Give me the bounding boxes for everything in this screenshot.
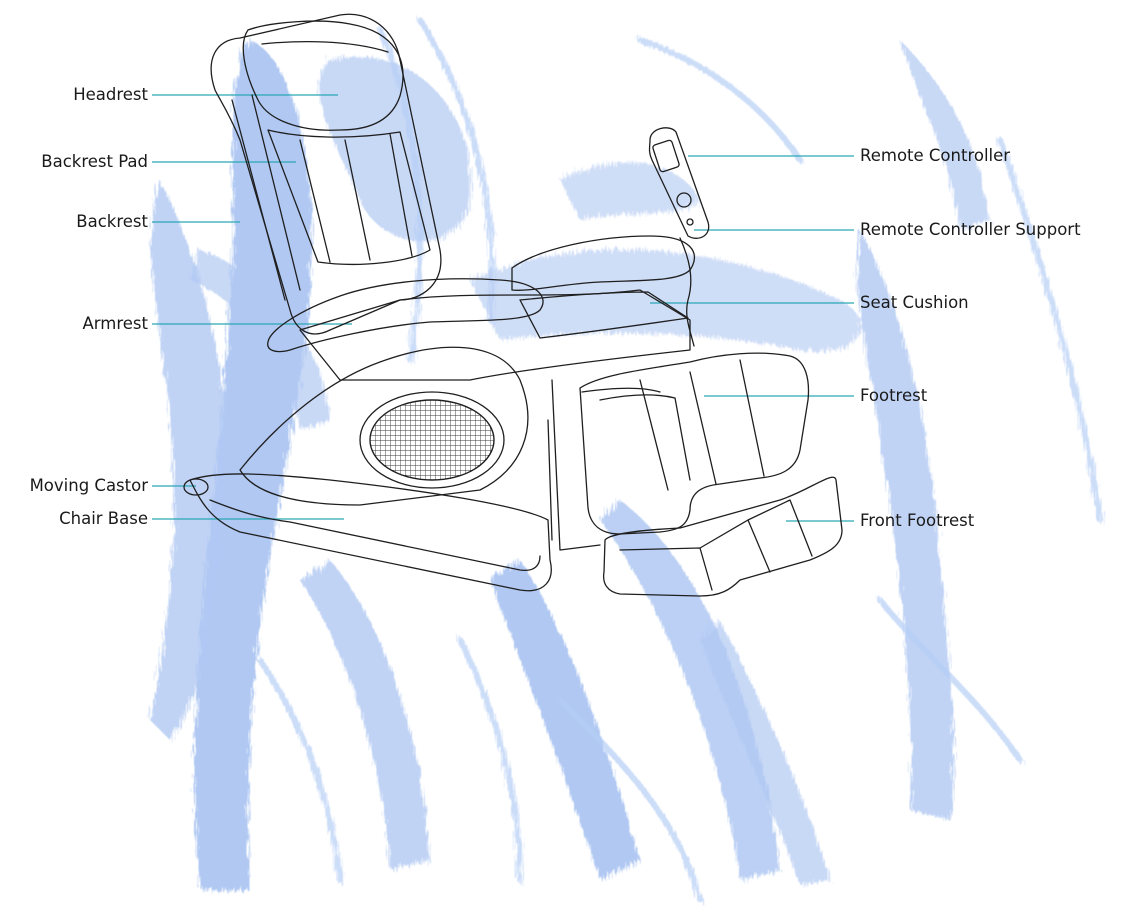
label-seat-cushion: Seat Cushion — [860, 293, 969, 313]
label-moving-castor: Moving Castor — [30, 476, 148, 496]
label-chair-base: Chair Base — [59, 509, 148, 529]
label-armrest: Armrest — [83, 314, 149, 334]
label-backrest: Backrest — [76, 212, 148, 232]
label-headrest: Headrest — [73, 85, 148, 105]
speaker-grille — [370, 400, 494, 480]
label-backrest-pad: Backrest Pad — [41, 152, 148, 172]
label-remote-controller: Remote Controller — [860, 146, 1010, 166]
label-front-footrest: Front Footrest — [860, 511, 974, 531]
label-footrest: Footrest — [860, 386, 927, 406]
label-remote-controller-support: Remote Controller Support — [860, 220, 1081, 240]
